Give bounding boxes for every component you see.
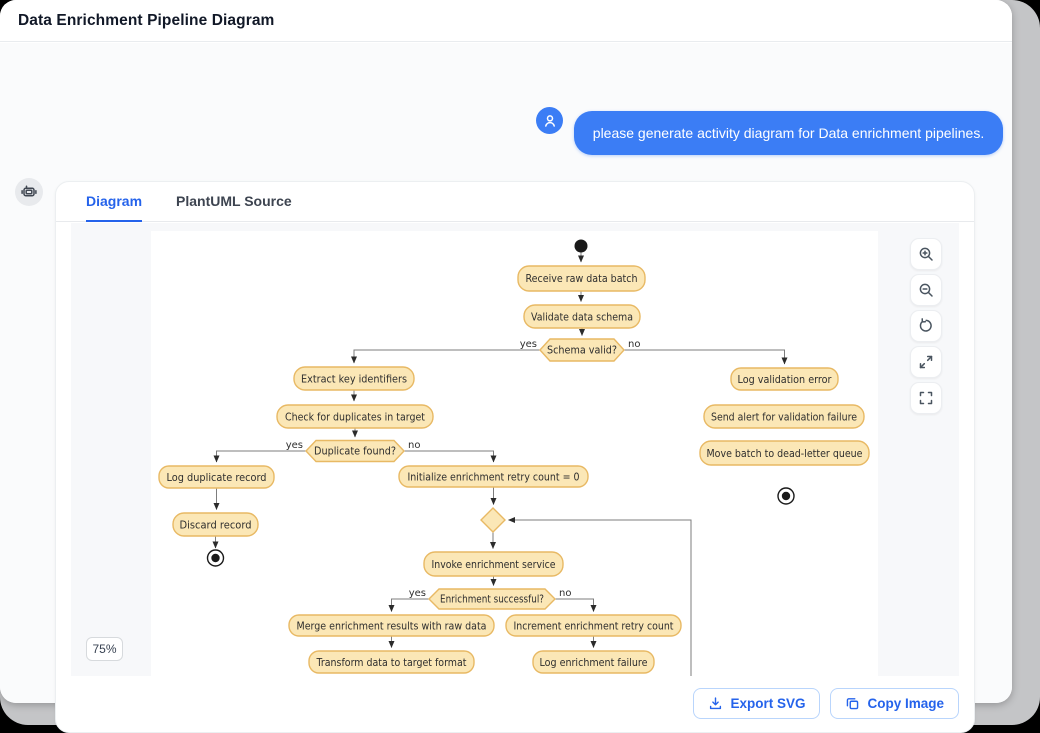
- edge-label-yes: yes: [409, 588, 426, 599]
- export-svg-label: Export SVG: [730, 696, 805, 711]
- diagram-card: Diagram PlantUML Source: [55, 181, 975, 733]
- expand-button[interactable]: [910, 346, 942, 378]
- tab-bar: Diagram PlantUML Source: [56, 182, 974, 222]
- merge-diamond: [481, 508, 505, 532]
- zoom-controls: [910, 238, 942, 414]
- tab-diagram[interactable]: Diagram: [86, 182, 142, 222]
- zoom-out-button[interactable]: [910, 274, 942, 306]
- user-message-text: please generate activity diagram for Dat…: [593, 125, 984, 141]
- node-label: Log duplicate record: [167, 472, 267, 484]
- tab-plantuml-source-label: PlantUML Source: [176, 193, 292, 209]
- zoom-level-text: 75%: [92, 642, 116, 656]
- node-label: Log enrichment failure: [540, 657, 648, 669]
- edge-label-yes: yes: [286, 440, 303, 451]
- zoom-level-badge: 75%: [86, 637, 123, 661]
- node-label: Merge enrichment results with raw data: [297, 621, 487, 633]
- assistant-avatar: [15, 178, 43, 206]
- node-label: Extract key identifiers: [301, 374, 407, 386]
- tab-plantuml-source[interactable]: PlantUML Source: [176, 182, 292, 222]
- node-label: Check for duplicates in target: [285, 412, 425, 424]
- app-header: Data Enrichment Pipeline Diagram: [0, 0, 1012, 42]
- node-label: Increment enrichment retry count: [514, 621, 674, 633]
- node-label: Move batch to dead-letter queue: [707, 448, 863, 460]
- magnifier-minus-icon: [918, 282, 934, 298]
- diagram-viewport[interactable]: Receive raw data batch Validate data sch…: [71, 223, 959, 676]
- fullscreen-button[interactable]: [910, 382, 942, 414]
- user-icon: [542, 113, 558, 129]
- export-svg-button[interactable]: Export SVG: [693, 688, 820, 719]
- diagram-canvas: Receive raw data batch Validate data sch…: [151, 231, 878, 676]
- expand-arrows-icon: [918, 354, 934, 370]
- activity-nodes: [159, 266, 869, 673]
- node-label: Transform data to target format: [316, 657, 467, 669]
- copy-image-button[interactable]: Copy Image: [830, 688, 959, 719]
- start-node: [575, 240, 588, 253]
- edge-label-yes: yes: [520, 339, 537, 350]
- decision-label: Schema valid?: [547, 345, 617, 357]
- node-label: Send alert for validation failure: [711, 412, 857, 424]
- node-label: Receive raw data batch: [526, 273, 638, 285]
- node-label: Discard record: [180, 520, 252, 532]
- node-label: Log validation error: [738, 374, 833, 386]
- reset-view-button[interactable]: [910, 310, 942, 342]
- user-message-bubble: please generate activity diagram for Dat…: [574, 111, 1003, 155]
- node-label: Validate data schema: [531, 312, 633, 324]
- activity-diagram: Receive raw data batch Validate data sch…: [151, 231, 878, 676]
- zoom-in-button[interactable]: [910, 238, 942, 270]
- end-node-duplicate-branch: [208, 550, 224, 566]
- diagram-edges: [216, 253, 785, 677]
- download-icon: [708, 696, 723, 711]
- robot-icon: [21, 184, 37, 200]
- rotate-ccw-icon: [918, 318, 934, 334]
- decision-label: Enrichment successful?: [440, 594, 544, 606]
- page-title: Data Enrichment Pipeline Diagram: [18, 12, 274, 30]
- card-footer: Export SVG Copy Image: [56, 674, 974, 732]
- node-label: Invoke enrichment service: [432, 559, 556, 571]
- tab-diagram-label: Diagram: [86, 193, 142, 209]
- corner-brackets-icon: [918, 390, 934, 406]
- edge-label-no: no: [408, 440, 420, 451]
- edge-label-no: no: [559, 588, 571, 599]
- app-window: Data Enrichment Pipeline Diagram please …: [0, 0, 1012, 703]
- copy-image-label: Copy Image: [867, 696, 944, 711]
- node-label: Initialize enrichment retry count = 0: [408, 472, 580, 484]
- edge-label-no: no: [628, 339, 640, 350]
- copy-icon: [845, 696, 860, 711]
- magnifier-plus-icon: [918, 246, 934, 262]
- chat-area: please generate activity diagram for Dat…: [0, 43, 1012, 703]
- end-node-validation-branch: [778, 488, 794, 504]
- user-avatar: [536, 107, 563, 134]
- decision-label: Duplicate found?: [314, 446, 396, 458]
